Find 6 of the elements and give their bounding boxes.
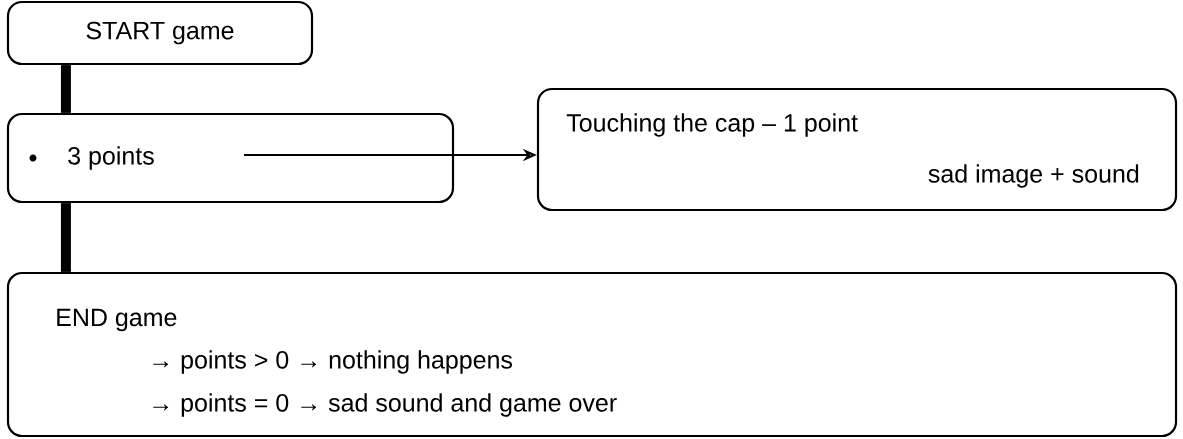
process-box: 3 points [6,112,455,204]
connector-line [60,203,71,272]
process-box: END game → points > 0 → nothing happens → points = 0 → sad sound and game over [6,271,1178,438]
process-box: START game [6,0,314,66]
process-box: Touching the cap – 1 point sad image + sound [536,87,1178,212]
connector-line [60,65,71,113]
